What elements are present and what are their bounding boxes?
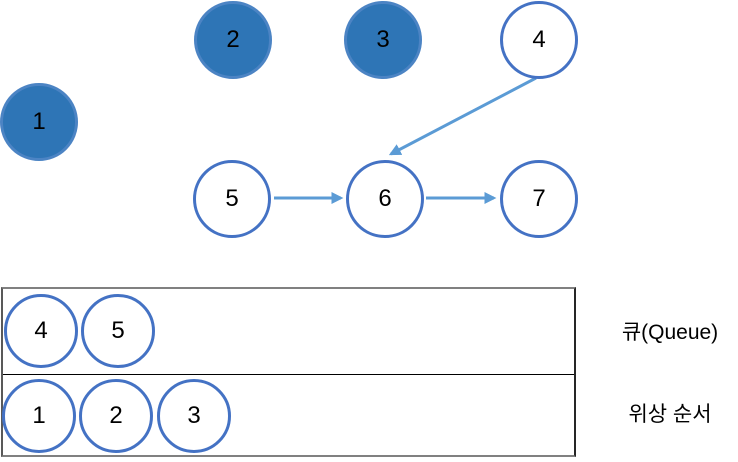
order-item-label: 2 <box>109 402 123 429</box>
graph-node-4: 4 <box>500 1 578 79</box>
queue-row-label: 큐(Queue) <box>621 321 719 344</box>
topological-order-row-label: 위상 순서 <box>628 403 712 426</box>
queue-item-4: 4 <box>4 294 78 368</box>
node-label: 3 <box>376 26 390 53</box>
node-label: 2 <box>226 26 240 53</box>
order-item-label: 1 <box>32 402 46 429</box>
order-item-2: 2 <box>79 379 153 453</box>
node-label: 1 <box>32 108 46 135</box>
graph-node-1: 1 <box>0 83 78 161</box>
node-label: 6 <box>378 185 392 212</box>
order-item-3: 3 <box>157 379 231 453</box>
queue-item-label: 4 <box>34 317 48 344</box>
node-label: 7 <box>532 185 546 212</box>
order-item-label: 3 <box>187 402 201 429</box>
edge-4-to-6 <box>388 76 537 156</box>
node-label: 4 <box>532 26 546 53</box>
node-label: 5 <box>225 185 239 212</box>
graph-node-2: 2 <box>194 1 272 79</box>
graph-node-5: 5 <box>193 160 271 238</box>
graph-node-7: 7 <box>500 160 578 238</box>
order-item-1: 1 <box>2 379 76 453</box>
graph-node-3: 3 <box>344 1 422 79</box>
graph-node-6: 6 <box>346 160 424 238</box>
queue-item-label: 5 <box>111 317 125 344</box>
queue-item-5: 5 <box>81 294 155 368</box>
table-row-divider <box>3 374 574 375</box>
